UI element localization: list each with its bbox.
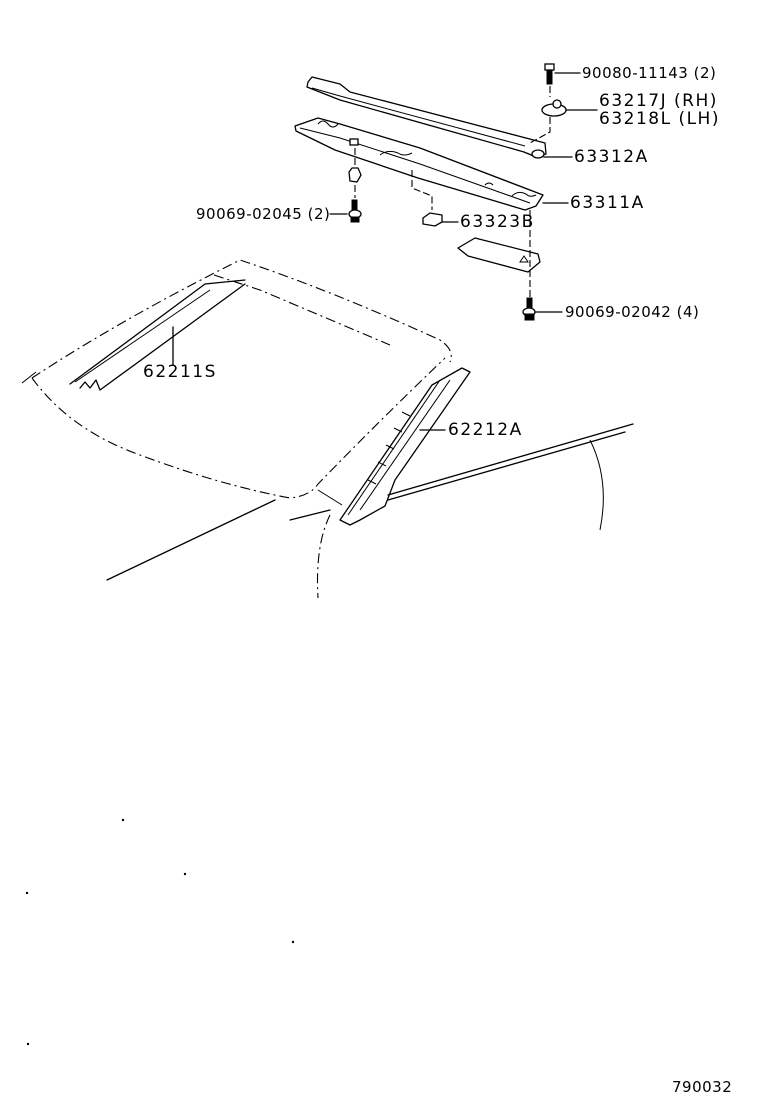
- glass-molding: [69, 279, 246, 391]
- pad-part: [422, 212, 443, 227]
- clip-part: [348, 167, 362, 183]
- windshield-glass: [21, 259, 452, 499]
- figure-number: 790032: [672, 1078, 733, 1096]
- part-label-upper-panel: 63312A: [574, 147, 649, 167]
- part-label-pillar-molding: 62212A: [448, 420, 523, 440]
- upper-header-panel: [306, 76, 547, 159]
- visor-bracket: [457, 237, 541, 273]
- car-body-lines: [106, 423, 634, 599]
- lower-header-panel: [294, 117, 544, 211]
- print-specks: [25, 818, 295, 1046]
- part-label-screw-bottom: 90069-02042 (4): [565, 303, 700, 321]
- clip-screw: [348, 199, 362, 223]
- bracket-part: [541, 99, 567, 117]
- part-label-windshield: 62211S: [143, 362, 217, 382]
- part-label-bracket-lh: 63218L (LH): [599, 109, 720, 129]
- part-label-bolt-top: 90080-11143 (2): [582, 64, 717, 82]
- top-bolt: [544, 63, 555, 85]
- pillar-molding: [339, 367, 471, 526]
- bottom-screw: [522, 297, 536, 321]
- part-label-clip-screw: 90069-02045 (2): [196, 205, 331, 223]
- part-label-lower-panel: 63311A: [570, 193, 645, 213]
- part-label-pad: 63323B: [460, 212, 535, 232]
- part-label-bracket-rh: 63217J (RH): [599, 91, 718, 111]
